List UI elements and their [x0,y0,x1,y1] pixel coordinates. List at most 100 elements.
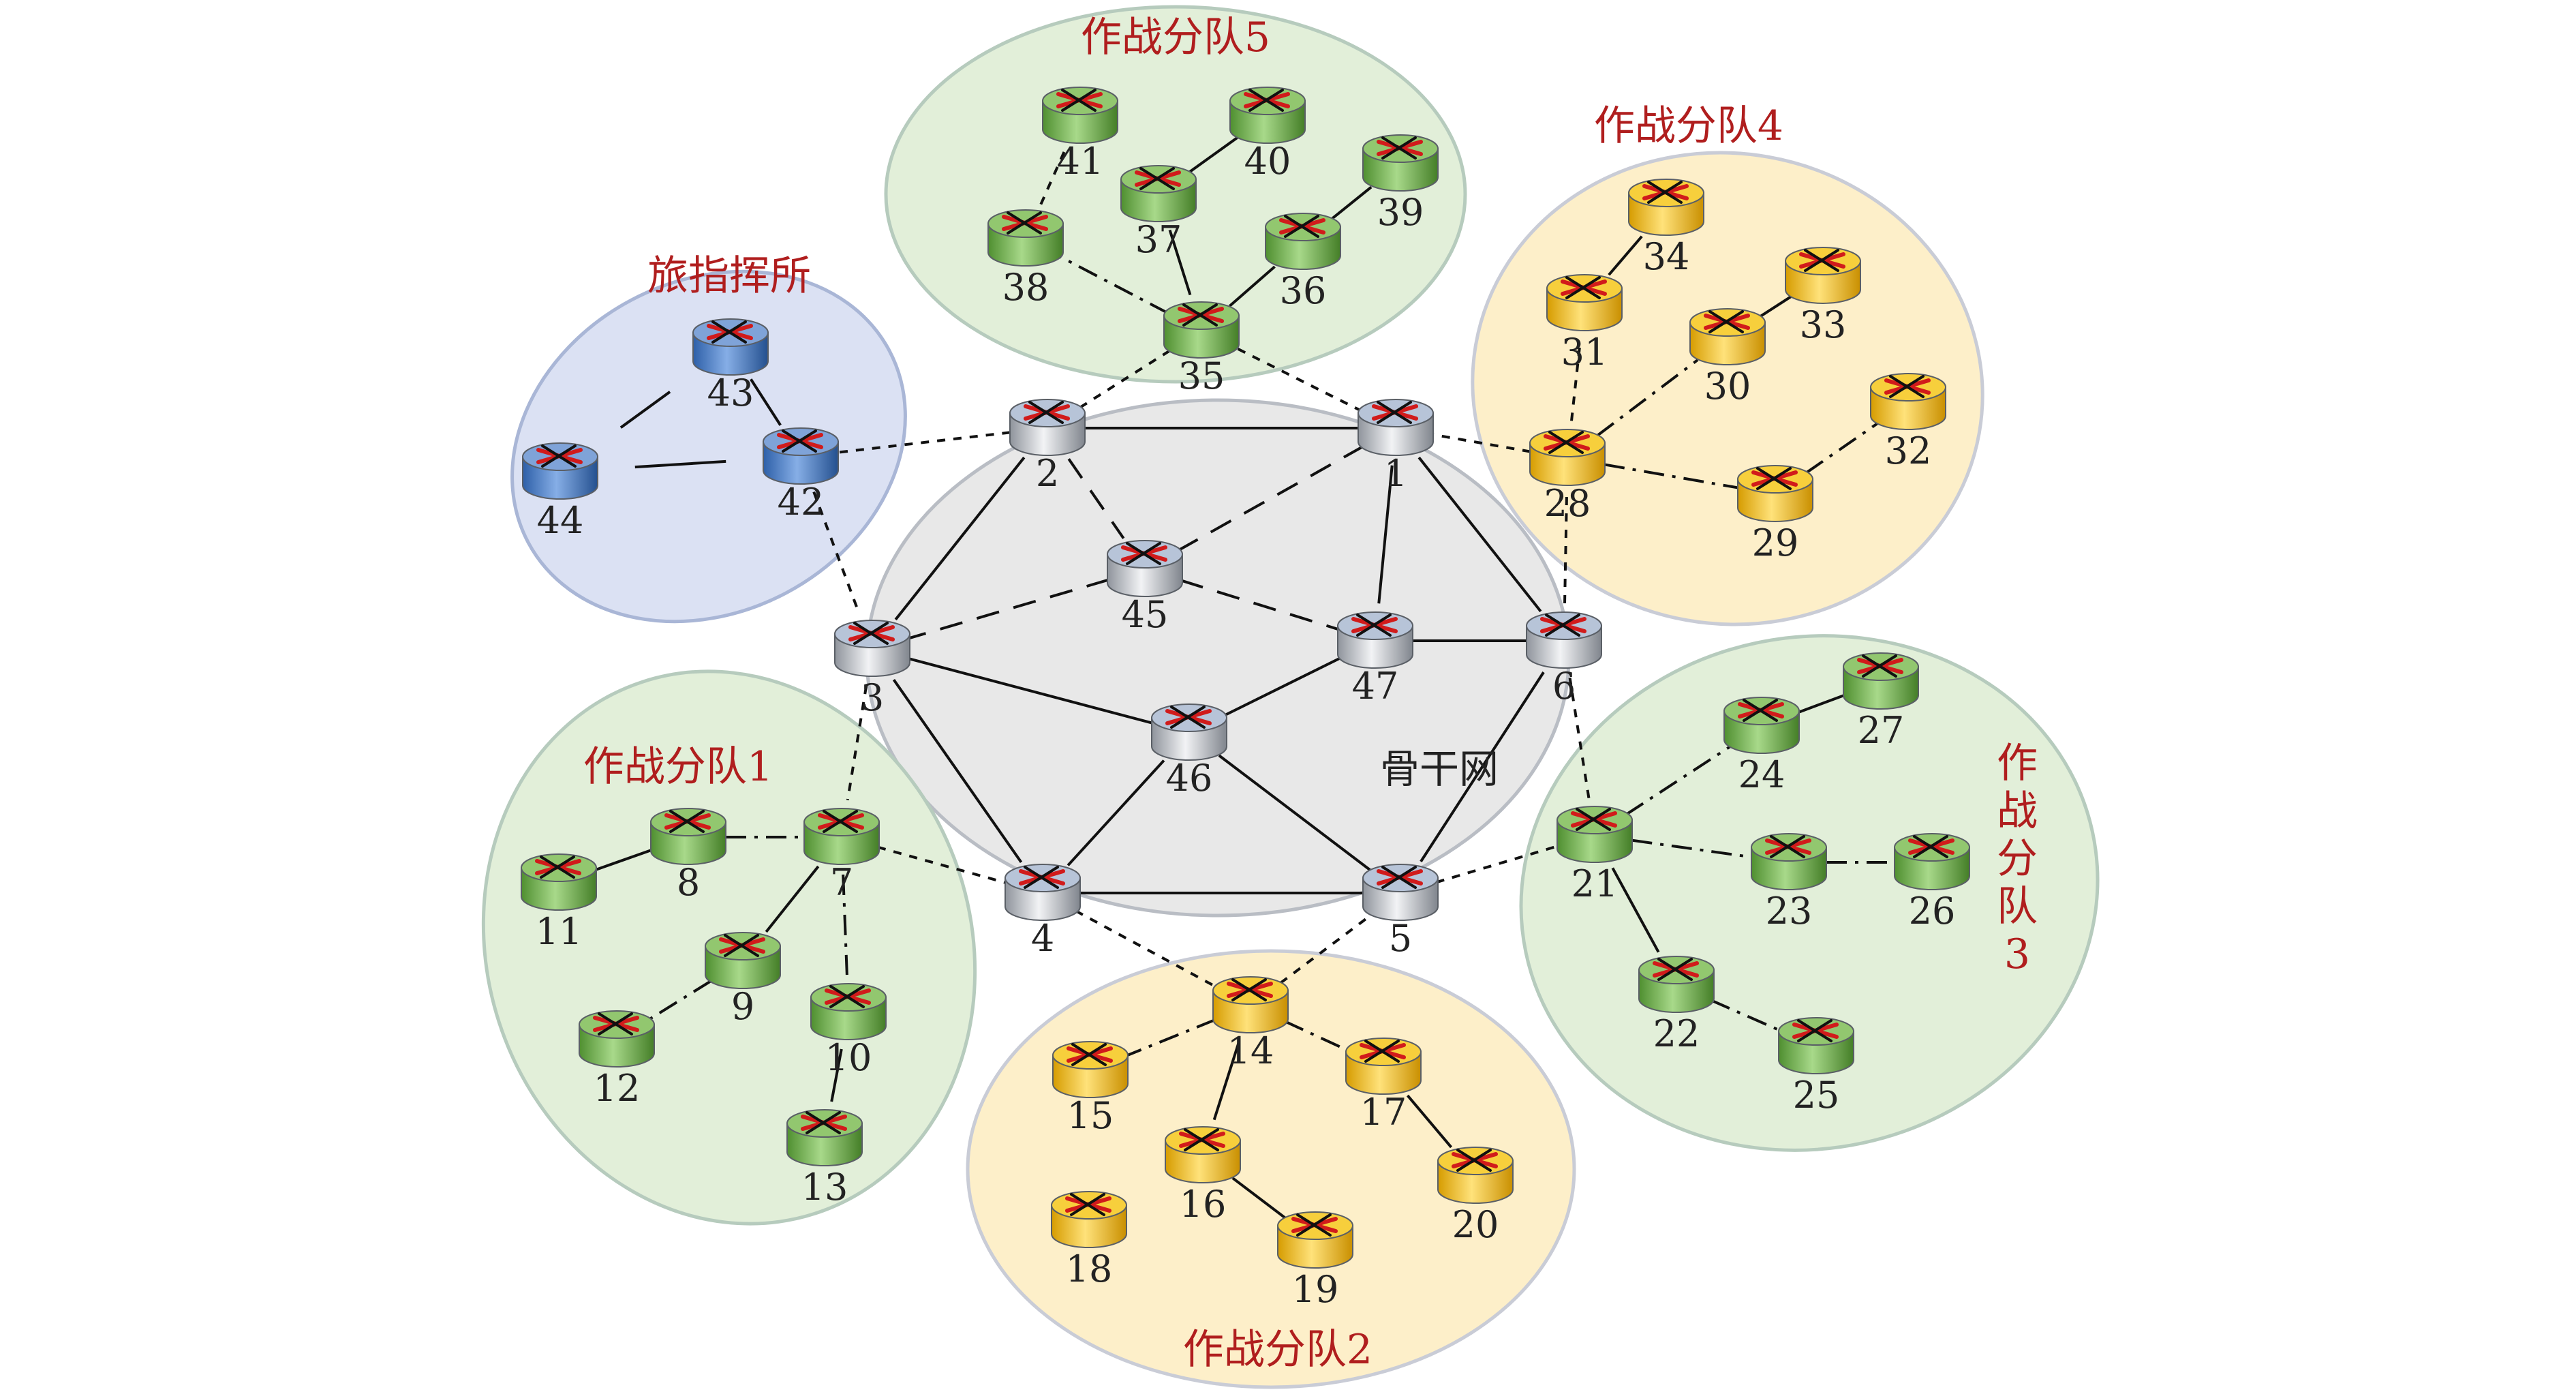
router-arrow-line [853,622,889,645]
router-arrows-icon [1884,375,1931,398]
edge-43-42 [750,378,782,426]
router-node-29: 29 [1737,465,1813,564]
router-node-33: 33 [1785,247,1861,346]
router-arrows-icon [1377,136,1423,160]
node-label-4: 4 [1031,917,1054,960]
router-arrow-line [1743,699,1778,722]
group-region-team3 [1519,634,2100,1152]
router-arrows-icon [1377,866,1423,889]
node-label-20: 20 [1452,1203,1499,1246]
router-arrow-line [1296,1213,1332,1237]
node-label-28: 28 [1544,482,1591,525]
edge-35-2 [1078,349,1171,410]
router-arrows-icon [1019,866,1065,889]
router-node-37: 37 [1120,165,1197,261]
edge-16-19 [1231,1177,1287,1220]
router-arrows-icon [719,934,765,957]
router-arrow-line [1565,276,1601,299]
edge-11-8 [594,848,654,872]
group-title-brigade: 旅指挥所 [647,252,811,300]
router-node-45: 45 [1107,540,1183,636]
router-arrow-line [1182,303,1218,327]
edge-14-15 [1124,1018,1216,1058]
router-arrows-icon [1165,706,1212,729]
router-node-31: 31 [1546,274,1623,374]
router-node-28: 28 [1529,429,1606,525]
group-title-team1: 作战分队1 [583,743,773,791]
node-label-43: 43 [707,372,754,414]
router-arrows-icon [1561,276,1607,299]
router-arrow-line [1070,1193,1105,1216]
router-arrows-icon [1351,614,1398,637]
node-label-41: 41 [1057,140,1104,183]
edge-43-44 [619,391,671,429]
router-node-21: 21 [1557,806,1633,905]
router-arrow-line [1231,978,1267,1001]
router-node-40: 40 [1229,87,1306,183]
edge-46-5 [1218,754,1372,872]
group-region-backbone [865,398,1571,918]
router-arrows-icon [1704,310,1750,333]
edge-46-4 [1067,759,1165,866]
node-label-15: 15 [1067,1094,1114,1137]
edge-5-21 [1436,844,1559,884]
router-node-39: 39 [1362,134,1439,234]
router-node-5: 5 [1362,864,1439,960]
router-arrow-line [1248,89,1284,112]
edge-14-16 [1212,1040,1241,1121]
group-region-brigade [510,269,907,624]
edge-47-46 [1222,656,1343,718]
router-arrows-icon [1857,654,1903,678]
edge-22-25 [1710,999,1783,1033]
router-arrow-line [1381,136,1417,160]
edge-38-41 [1039,149,1067,205]
edge-37-40 [1188,136,1238,174]
router-arrow-line [1356,614,1392,637]
router-node-14: 14 [1212,976,1289,1072]
router-arrows-icon [1279,215,1325,238]
router-arrow-line [724,934,759,957]
node-label-5: 5 [1389,917,1412,960]
router-arrow-line [1184,1128,1219,1151]
node-label-12: 12 [594,1067,641,1110]
edge-3-2 [894,456,1026,621]
node-label-6: 6 [1552,665,1576,708]
group-title-backbone: 骨干网 [1380,746,1499,792]
router-node-16: 16 [1165,1126,1241,1226]
edge-7-10 [842,874,848,975]
edge-2-45 [1067,458,1125,539]
group-title-team2: 作战分队2 [1183,1326,1373,1374]
edge-31-34 [1608,235,1643,276]
edge-21-23 [1631,838,1752,859]
node-label-24: 24 [1738,753,1785,796]
router-arrows-icon [1452,1149,1498,1172]
router-arrows-icon [707,320,753,344]
node-label-27: 27 [1858,709,1905,752]
router-arrow-line [1028,401,1064,424]
node-label-45: 45 [1122,593,1169,636]
edge-14-5 [1279,914,1372,984]
node-label-13: 13 [801,1166,848,1209]
edge-4-14 [1075,909,1218,989]
router-arrow-line [1804,249,1839,272]
router-node-35: 35 [1163,301,1240,397]
node-label-46: 46 [1166,757,1213,800]
node-label-2: 2 [1036,452,1059,495]
router-arrow-line [806,1111,841,1134]
node-label-16: 16 [1180,1183,1227,1226]
node-label-29: 29 [1752,521,1799,564]
router-node-1: 1 [1358,399,1434,495]
node-label-36: 36 [1280,269,1327,312]
router-arrows-icon [1540,614,1586,637]
router-node-25: 25 [1778,1017,1854,1117]
edge-7-4 [877,845,1007,885]
router-arrow-line [1770,835,1805,858]
router-node-8: 8 [650,808,726,904]
router-node-12: 12 [579,1010,655,1110]
router-arrows-icon [1751,467,1798,490]
router-arrows-icon [593,1012,639,1035]
edge-7-9 [765,865,820,933]
